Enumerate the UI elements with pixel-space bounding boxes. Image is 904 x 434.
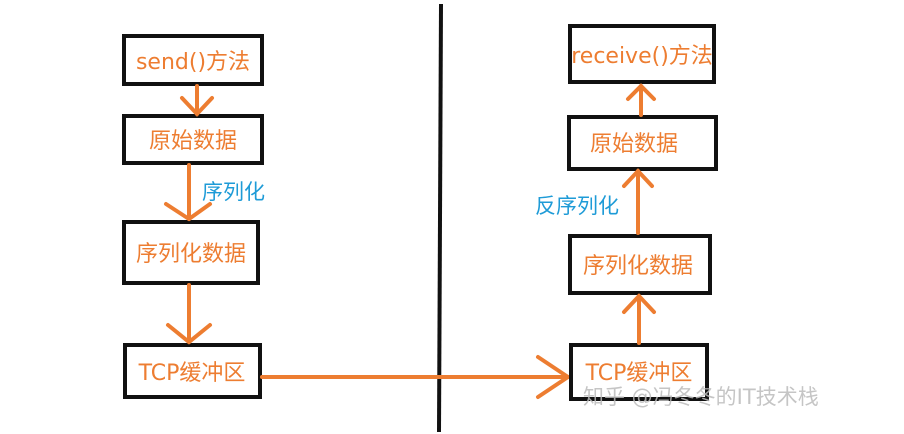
sender-raw-data-node: 原始数据 xyxy=(122,114,264,165)
receiver-tcp-buffer-label: TCP缓冲区 xyxy=(585,361,693,386)
serialize-edge-label: 序列化 xyxy=(202,180,265,204)
receive-method-box xyxy=(568,24,716,84)
sender-serialized-data-node: 序列化数据 xyxy=(122,220,260,285)
send-method-node: send()方法 xyxy=(122,34,264,86)
sender-serialized-data-label: 序列化数据 xyxy=(136,242,246,267)
arrow-tcp-to-serialized xyxy=(622,293,656,345)
send-method-label: send()方法 xyxy=(136,50,250,75)
arrow-serialized-to-tcp xyxy=(166,283,212,345)
receiver-serialized-data-node: 序列化数据 xyxy=(568,234,712,295)
arrow-raw-to-serialized xyxy=(164,163,212,222)
send-method-box xyxy=(122,34,264,86)
receiver-serialized-data-label: 序列化数据 xyxy=(583,254,693,279)
receiver-raw-data-label: 原始数据 xyxy=(590,132,678,157)
sender-tcp-buffer-box xyxy=(123,343,262,399)
receive-method-label: receive()方法 xyxy=(571,44,713,69)
arrow-send-to-raw xyxy=(180,84,214,117)
arrow-serialized-to-raw xyxy=(622,168,654,235)
center-divider xyxy=(437,3,443,433)
arrow-tcp-transfer xyxy=(260,355,570,399)
receive-method-node: receive()方法 xyxy=(568,24,716,84)
sender-tcp-buffer-node: TCP缓冲区 xyxy=(123,343,262,399)
deserialize-edge-label: 反序列化 xyxy=(535,194,619,218)
sender-serialized-data-box xyxy=(122,220,260,285)
receiver-raw-data-node: 原始数据 xyxy=(567,115,718,171)
receiver-serialized-data-box xyxy=(568,234,712,295)
receiver-tcp-buffer-node: TCP缓冲区 xyxy=(569,343,709,401)
sender-tcp-buffer-label: TCP缓冲区 xyxy=(138,361,246,386)
arrow-raw-to-receive xyxy=(626,83,656,117)
sender-raw-data-label: 原始数据 xyxy=(149,129,237,154)
receiver-raw-data-box xyxy=(567,115,718,171)
sender-raw-data-box xyxy=(122,114,264,165)
watermark-text: 知乎 @冯冬冬的IT技术栈 xyxy=(583,385,819,409)
